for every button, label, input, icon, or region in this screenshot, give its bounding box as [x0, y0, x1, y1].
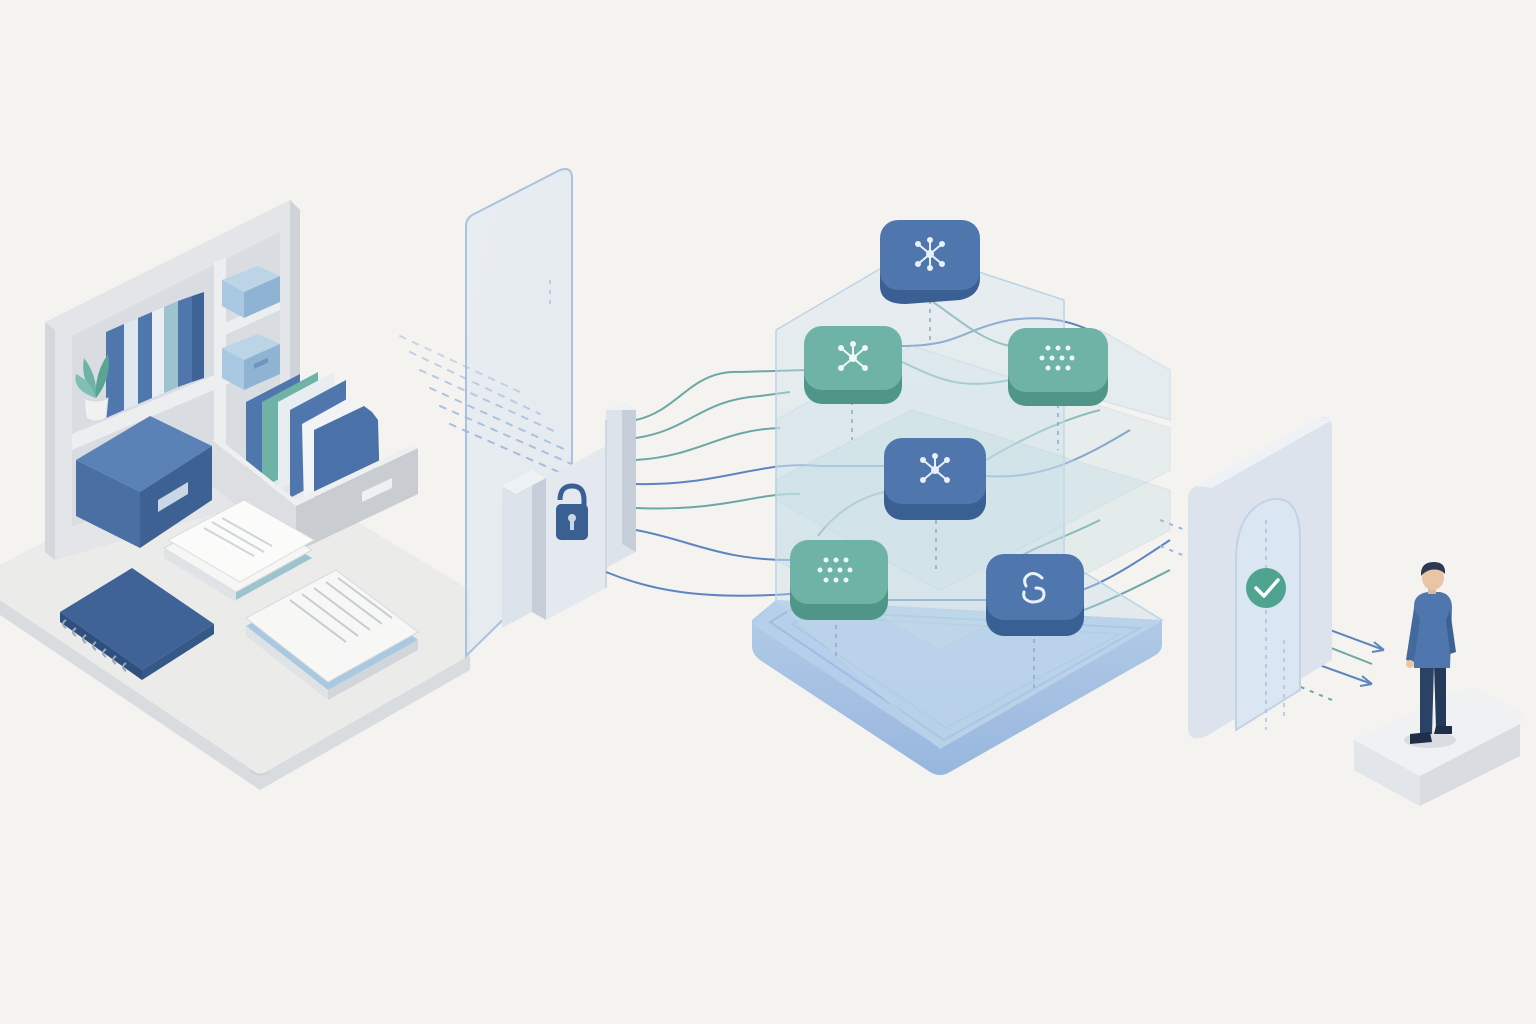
node-lower-right: [986, 554, 1084, 636]
link-loop-icon: [1022, 572, 1046, 604]
padlock-icon: [556, 483, 588, 540]
security-gate: [502, 402, 636, 628]
node-top: [880, 220, 980, 304]
network-hub-icon: [915, 237, 945, 271]
paper-stack: [162, 499, 316, 602]
data-stream-dashes: [399, 335, 587, 485]
potted-plant: [75, 354, 109, 422]
processing-nodes: [790, 220, 1108, 636]
document-stack: [245, 569, 419, 700]
node-center: [884, 438, 986, 520]
node-upper-right: [1008, 328, 1108, 406]
arch-portal: [1188, 417, 1332, 739]
node-upper-left: [804, 326, 902, 404]
person-figure: [1404, 562, 1456, 748]
large-storage-box: [76, 416, 212, 548]
spiral-notebook: [60, 568, 214, 680]
network-hub-icon: [838, 341, 868, 371]
archive-platform: [0, 200, 470, 790]
node-lower-left: [790, 540, 888, 620]
dot-grid-icon: [817, 557, 853, 583]
shelf-storage-boxes: [222, 266, 280, 390]
file-organizer: [212, 372, 418, 552]
checkmark-icon: [1246, 568, 1286, 608]
shelf-books: [106, 292, 204, 418]
network-hub-icon: [920, 453, 950, 483]
dot-grid-icon: [1039, 345, 1075, 371]
